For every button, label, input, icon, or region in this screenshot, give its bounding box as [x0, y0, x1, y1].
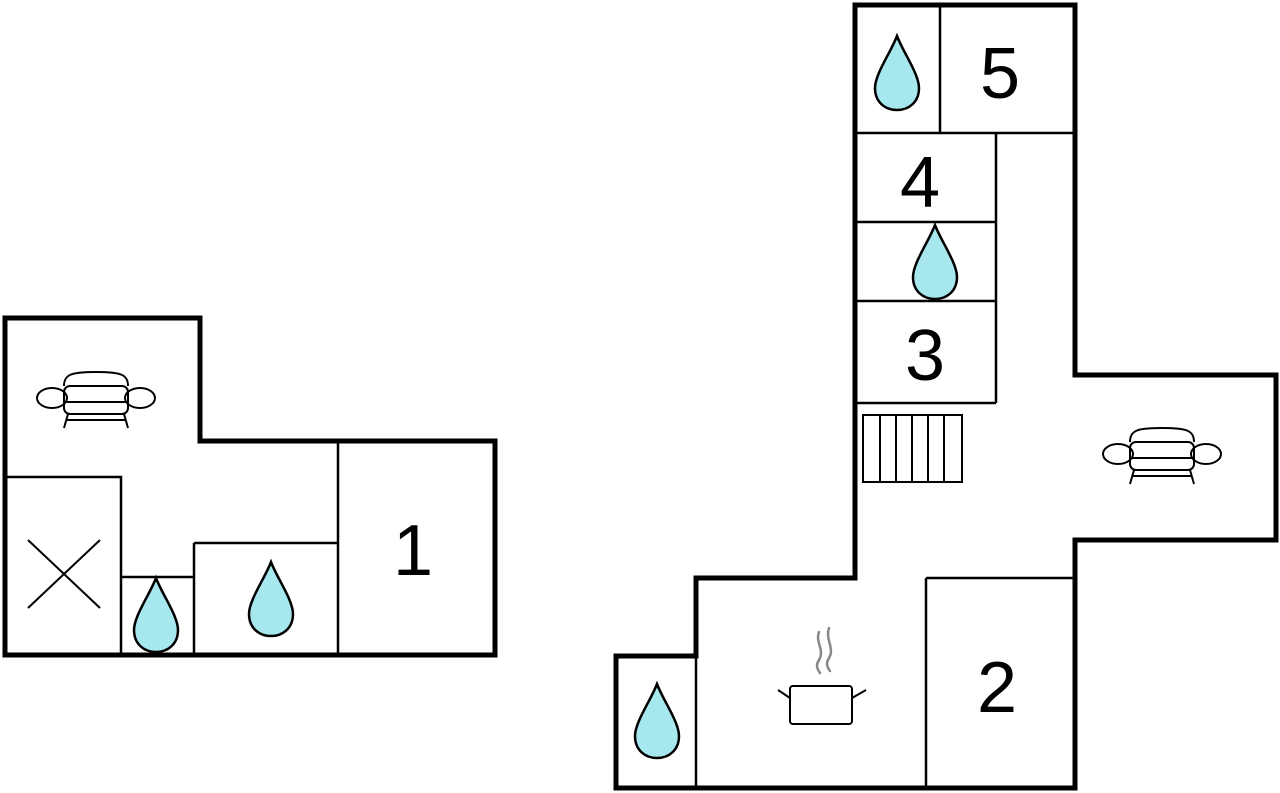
sofa-icon: [36, 371, 156, 429]
room-1: 1: [393, 511, 433, 591]
water-drop-icon: [633, 682, 681, 760]
room-label-5: 5: [980, 34, 1020, 114]
kitchen-pot-icon: [777, 626, 867, 725]
sofa-icon: [1102, 427, 1222, 485]
water-drop-icon: [911, 223, 959, 301]
left-plan-outer-wall: [2, 315, 498, 658]
left-plan: 1: [2, 315, 498, 658]
room-label-3: 3: [905, 316, 945, 396]
water-drop-icon: [247, 560, 295, 638]
cross-icon: [27, 539, 101, 609]
right-plan-outer-wall: [613, 2, 1279, 791]
right-plan-inner-walls: [694, 7, 1073, 786]
water-drop-icon: [132, 576, 180, 654]
water-drop-icon: [873, 34, 921, 112]
room-label-4: 4: [900, 143, 940, 223]
stairs-icon: [862, 414, 963, 483]
right-plan: 5 4 3 2: [613, 2, 1279, 791]
room-label-2: 2: [977, 648, 1017, 728]
left-plan-inner-walls: [7, 443, 340, 653]
room-label-1: 1: [393, 511, 433, 591]
